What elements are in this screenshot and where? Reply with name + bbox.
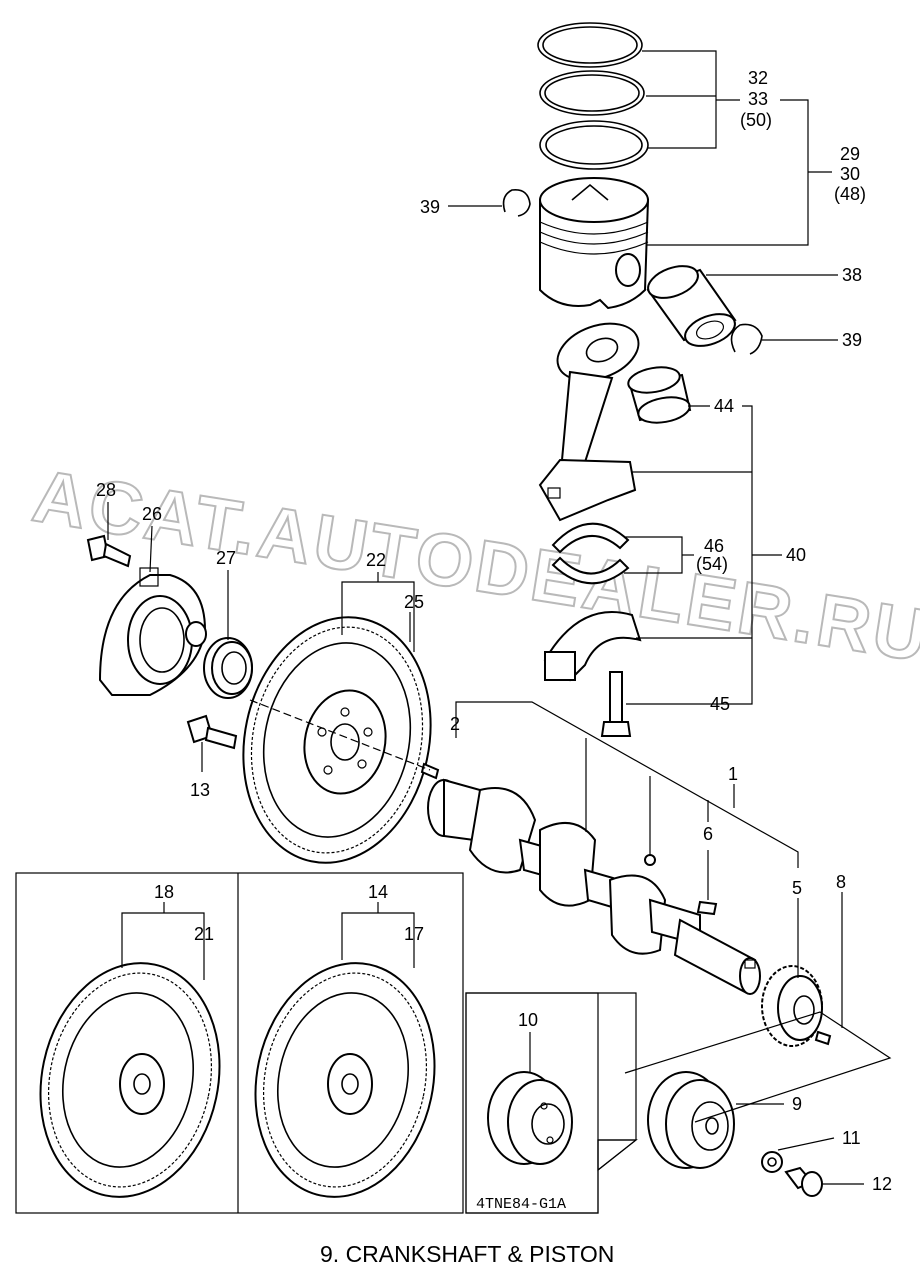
label-5: 5 [792,878,802,898]
piston-rings [537,22,649,170]
circlip-upper [502,188,531,217]
gear-pin [814,1030,832,1046]
piston-pin-bushing [627,366,692,424]
label-28: 28 [96,480,116,500]
crankshaft [427,778,761,995]
diagram-caption: 9. CRANKSHAFT & PISTON [320,1241,614,1267]
connecting-rod-cap [543,611,642,682]
label-54: (54) [696,554,728,574]
crankshaft-key [696,900,718,916]
pulley-washer [761,1151,783,1173]
oil-plug [644,854,656,866]
label-48: (48) [834,184,866,204]
rod-bearing-shells [551,522,630,585]
inset-code: 4TNE84-G1A [476,1196,566,1213]
label-9: 9 [792,1094,802,1114]
label-44: 44 [714,396,734,416]
label-38: 38 [842,265,862,285]
rod-bolt [600,671,632,737]
inset-alt-pulley [465,992,638,1214]
connecting-rod [538,322,640,522]
crankshaft-gear [761,965,823,1047]
label-22: 22 [366,550,386,570]
pulley-bolt [784,1166,823,1197]
label-21: 21 [194,924,214,944]
label-39-upper: 39 [420,197,440,217]
label-26: 26 [142,504,162,524]
crankshaft-pulley [647,1071,735,1169]
label-8: 8 [836,872,846,892]
label-6: 6 [703,824,713,844]
label-12: 12 [872,1174,892,1194]
label-14: 14 [368,882,388,902]
inset-pointer [597,1139,638,1172]
label-17: 17 [404,924,424,944]
label-50: (50) [740,110,772,130]
label-10: 10 [518,1010,538,1030]
piston-pin [646,265,737,347]
label-18: 18 [154,882,174,902]
label-45: 45 [710,694,730,714]
flywheel-bolt [186,714,238,750]
label-30: 30 [840,164,860,184]
leader-lines [107,50,864,1185]
alt-flywheel-14 [254,962,436,1198]
label-33: 33 [748,89,768,109]
inset-flywheel-panels [15,872,464,1214]
label-1: 1 [728,764,738,784]
label-32: 32 [748,68,768,88]
piston [539,177,650,310]
label-2: 2 [450,714,460,734]
label-39-lower: 39 [842,330,862,350]
label-29: 29 [840,144,860,164]
oil-seal-housing [98,567,207,696]
label-27: 27 [216,548,236,568]
label-11: 11 [842,1128,861,1148]
label-13: 13 [190,780,210,800]
label-40: 40 [786,545,806,565]
crankshaft-oil-seal [203,637,253,699]
label-25: 25 [404,592,424,612]
circlip-lower [730,323,763,355]
housing-bolt [86,534,132,568]
part-labels: 32 33 (50) 29 30 (48) 39 38 39 44 28 26 … [96,68,892,1194]
dowel-pin [420,762,440,780]
label-46: 46 [704,536,724,556]
alt-flywheel-18 [39,962,221,1198]
flywheel [242,616,432,864]
